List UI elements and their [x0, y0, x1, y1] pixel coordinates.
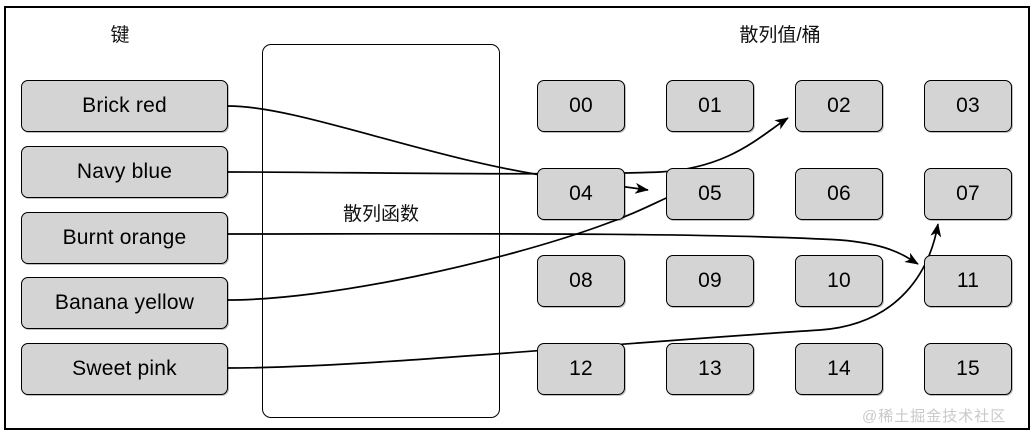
- bucket-node[interactable]: 13: [666, 343, 754, 395]
- bucket-node[interactable]: 15: [924, 343, 1012, 395]
- keys-column-header: 键: [110, 25, 130, 46]
- buckets-column-header: 散列值/桶: [739, 25, 821, 46]
- bucket-node[interactable]: 08: [537, 255, 625, 307]
- bucket-node[interactable]: 11: [924, 255, 1012, 307]
- bucket-node[interactable]: 04: [537, 168, 625, 220]
- hash-function-label: 散列函数: [342, 204, 419, 225]
- bucket-node[interactable]: 10: [795, 255, 883, 307]
- bucket-node[interactable]: 14: [795, 343, 883, 395]
- key-node[interactable]: Navy blue: [21, 146, 228, 198]
- bucket-node[interactable]: 05: [666, 168, 754, 220]
- bucket-node[interactable]: 06: [795, 168, 883, 220]
- bucket-node[interactable]: 03: [924, 80, 1012, 132]
- key-node[interactable]: Sweet pink: [21, 343, 228, 395]
- key-node[interactable]: Banana yellow: [21, 277, 228, 329]
- bucket-node[interactable]: 09: [666, 255, 754, 307]
- watermark-text: @稀土掘金技术社区: [862, 408, 1007, 425]
- key-node[interactable]: Burnt orange: [21, 212, 228, 264]
- bucket-node[interactable]: 00: [537, 80, 625, 132]
- bucket-node[interactable]: 12: [537, 343, 625, 395]
- bucket-node[interactable]: 02: [795, 80, 883, 132]
- diagram-outer-border: [4, 6, 1030, 430]
- bucket-node[interactable]: 01: [666, 80, 754, 132]
- bucket-node[interactable]: 07: [924, 168, 1012, 220]
- key-node[interactable]: Brick red: [21, 80, 228, 132]
- hash-function-box: [262, 44, 500, 418]
